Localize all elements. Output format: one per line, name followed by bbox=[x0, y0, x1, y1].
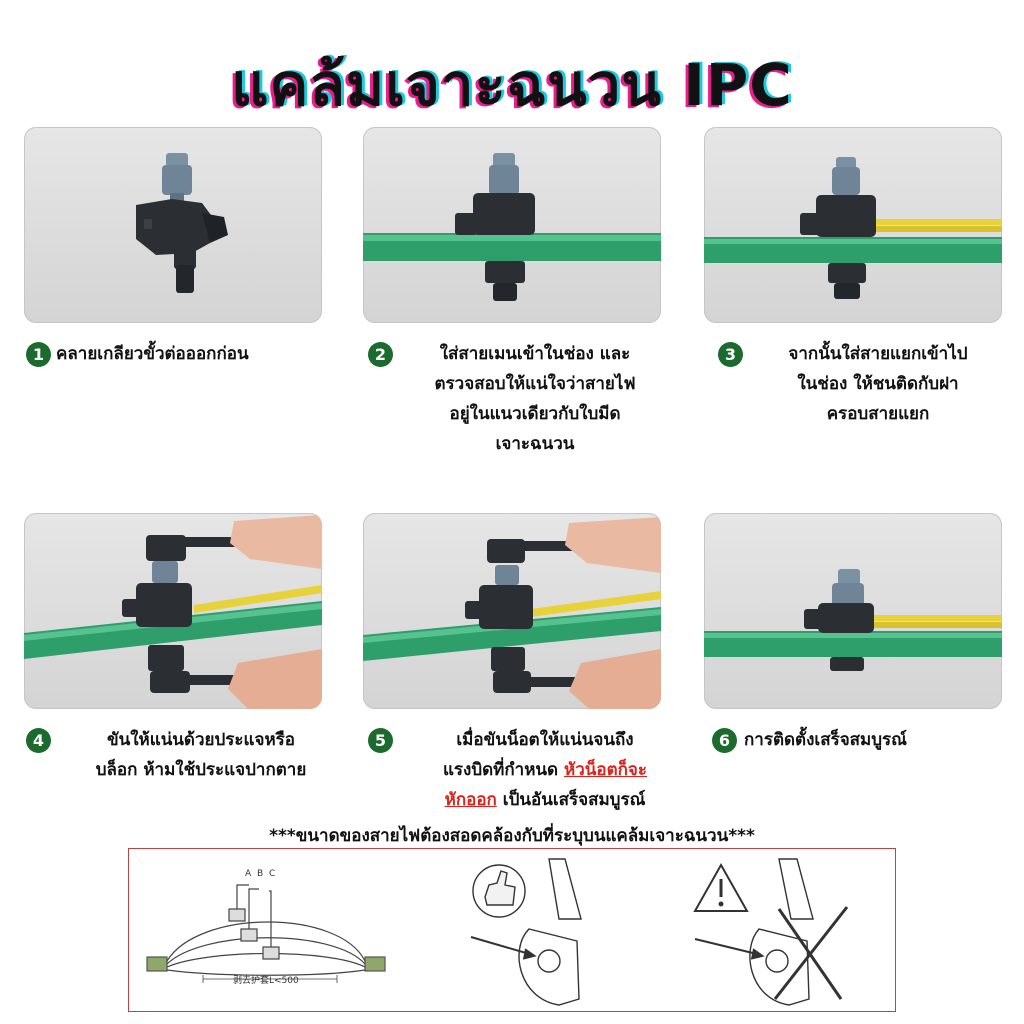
ipc-clamp-icon bbox=[122, 561, 192, 671]
dimension-label: 剥去护套L<500 bbox=[233, 976, 299, 986]
step-1-badge: 1 bbox=[26, 342, 51, 367]
ipc-clamp-icon bbox=[800, 157, 876, 299]
ipc-clamp-icon bbox=[804, 569, 874, 671]
phase-label-b: B bbox=[257, 869, 264, 879]
ipc-clamp-icon bbox=[465, 565, 533, 671]
step-2-photo bbox=[363, 127, 661, 323]
step-3-badge: 3 bbox=[718, 342, 743, 367]
page-title: แคล้มเจาะฉนวน IPC bbox=[231, 51, 793, 119]
warning-break-off: หักออก bbox=[444, 790, 497, 810]
step-4-badge: 4 bbox=[26, 728, 51, 753]
step-3-text: 3 จากนั้นใส่สายแยกเข้าไป ในช่อง ให้ชนติด… bbox=[718, 339, 1008, 429]
phase-label-a: A bbox=[245, 869, 252, 879]
step-4-text: 4 ขันให้แน่นด้วยประแจหรือ บล็อก ห้ามใช้ป… bbox=[26, 725, 346, 785]
phase-label-c: C bbox=[269, 869, 276, 879]
correct-install-diagram bbox=[470, 858, 582, 1006]
cable-size-note: ***ขนาดของสายไฟต้องสอดคล้องกับที่ระบุบนแ… bbox=[269, 826, 755, 846]
step-1-photo bbox=[24, 127, 322, 323]
warning-nut-breaks: หัวน็อตก็จะ bbox=[564, 760, 648, 780]
step-6-badge: 6 bbox=[712, 728, 737, 753]
step-1-text: 1 คลายเกลียวขั้วต่อออกก่อน bbox=[26, 339, 326, 369]
ipc-clamp-icon bbox=[136, 153, 228, 293]
cross-icon bbox=[773, 906, 849, 1000]
cable-spread-diagram bbox=[146, 884, 386, 983]
warning-triangle-icon bbox=[693, 862, 749, 912]
hand-icon bbox=[565, 517, 661, 709]
step-4-photo bbox=[24, 513, 322, 709]
step-5-photo bbox=[363, 513, 661, 709]
hand-icon bbox=[228, 515, 322, 709]
step-5-text: 5 เมื่อขันน็อตให้แน่นจนถึง แรงบิดที่กำหน… bbox=[368, 725, 688, 815]
ipc-clamp-icon bbox=[455, 153, 535, 301]
step-5-badge: 5 bbox=[368, 728, 393, 753]
step-6-text: 6 การติดตั้งเสร็จสมบูรณ์ bbox=[712, 725, 1012, 755]
step-2-badge: 2 bbox=[368, 342, 393, 367]
step-2-text: 2 ใส่สายเมนเข้าในช่อง และ ตรวจสอบให้แน่ใ… bbox=[368, 339, 668, 459]
step-3-photo bbox=[704, 127, 1002, 323]
installation-diagram: A B C 剥去护套L<500 bbox=[128, 848, 896, 1012]
step-6-photo bbox=[704, 513, 1002, 709]
incorrect-install-diagram bbox=[693, 858, 849, 1006]
